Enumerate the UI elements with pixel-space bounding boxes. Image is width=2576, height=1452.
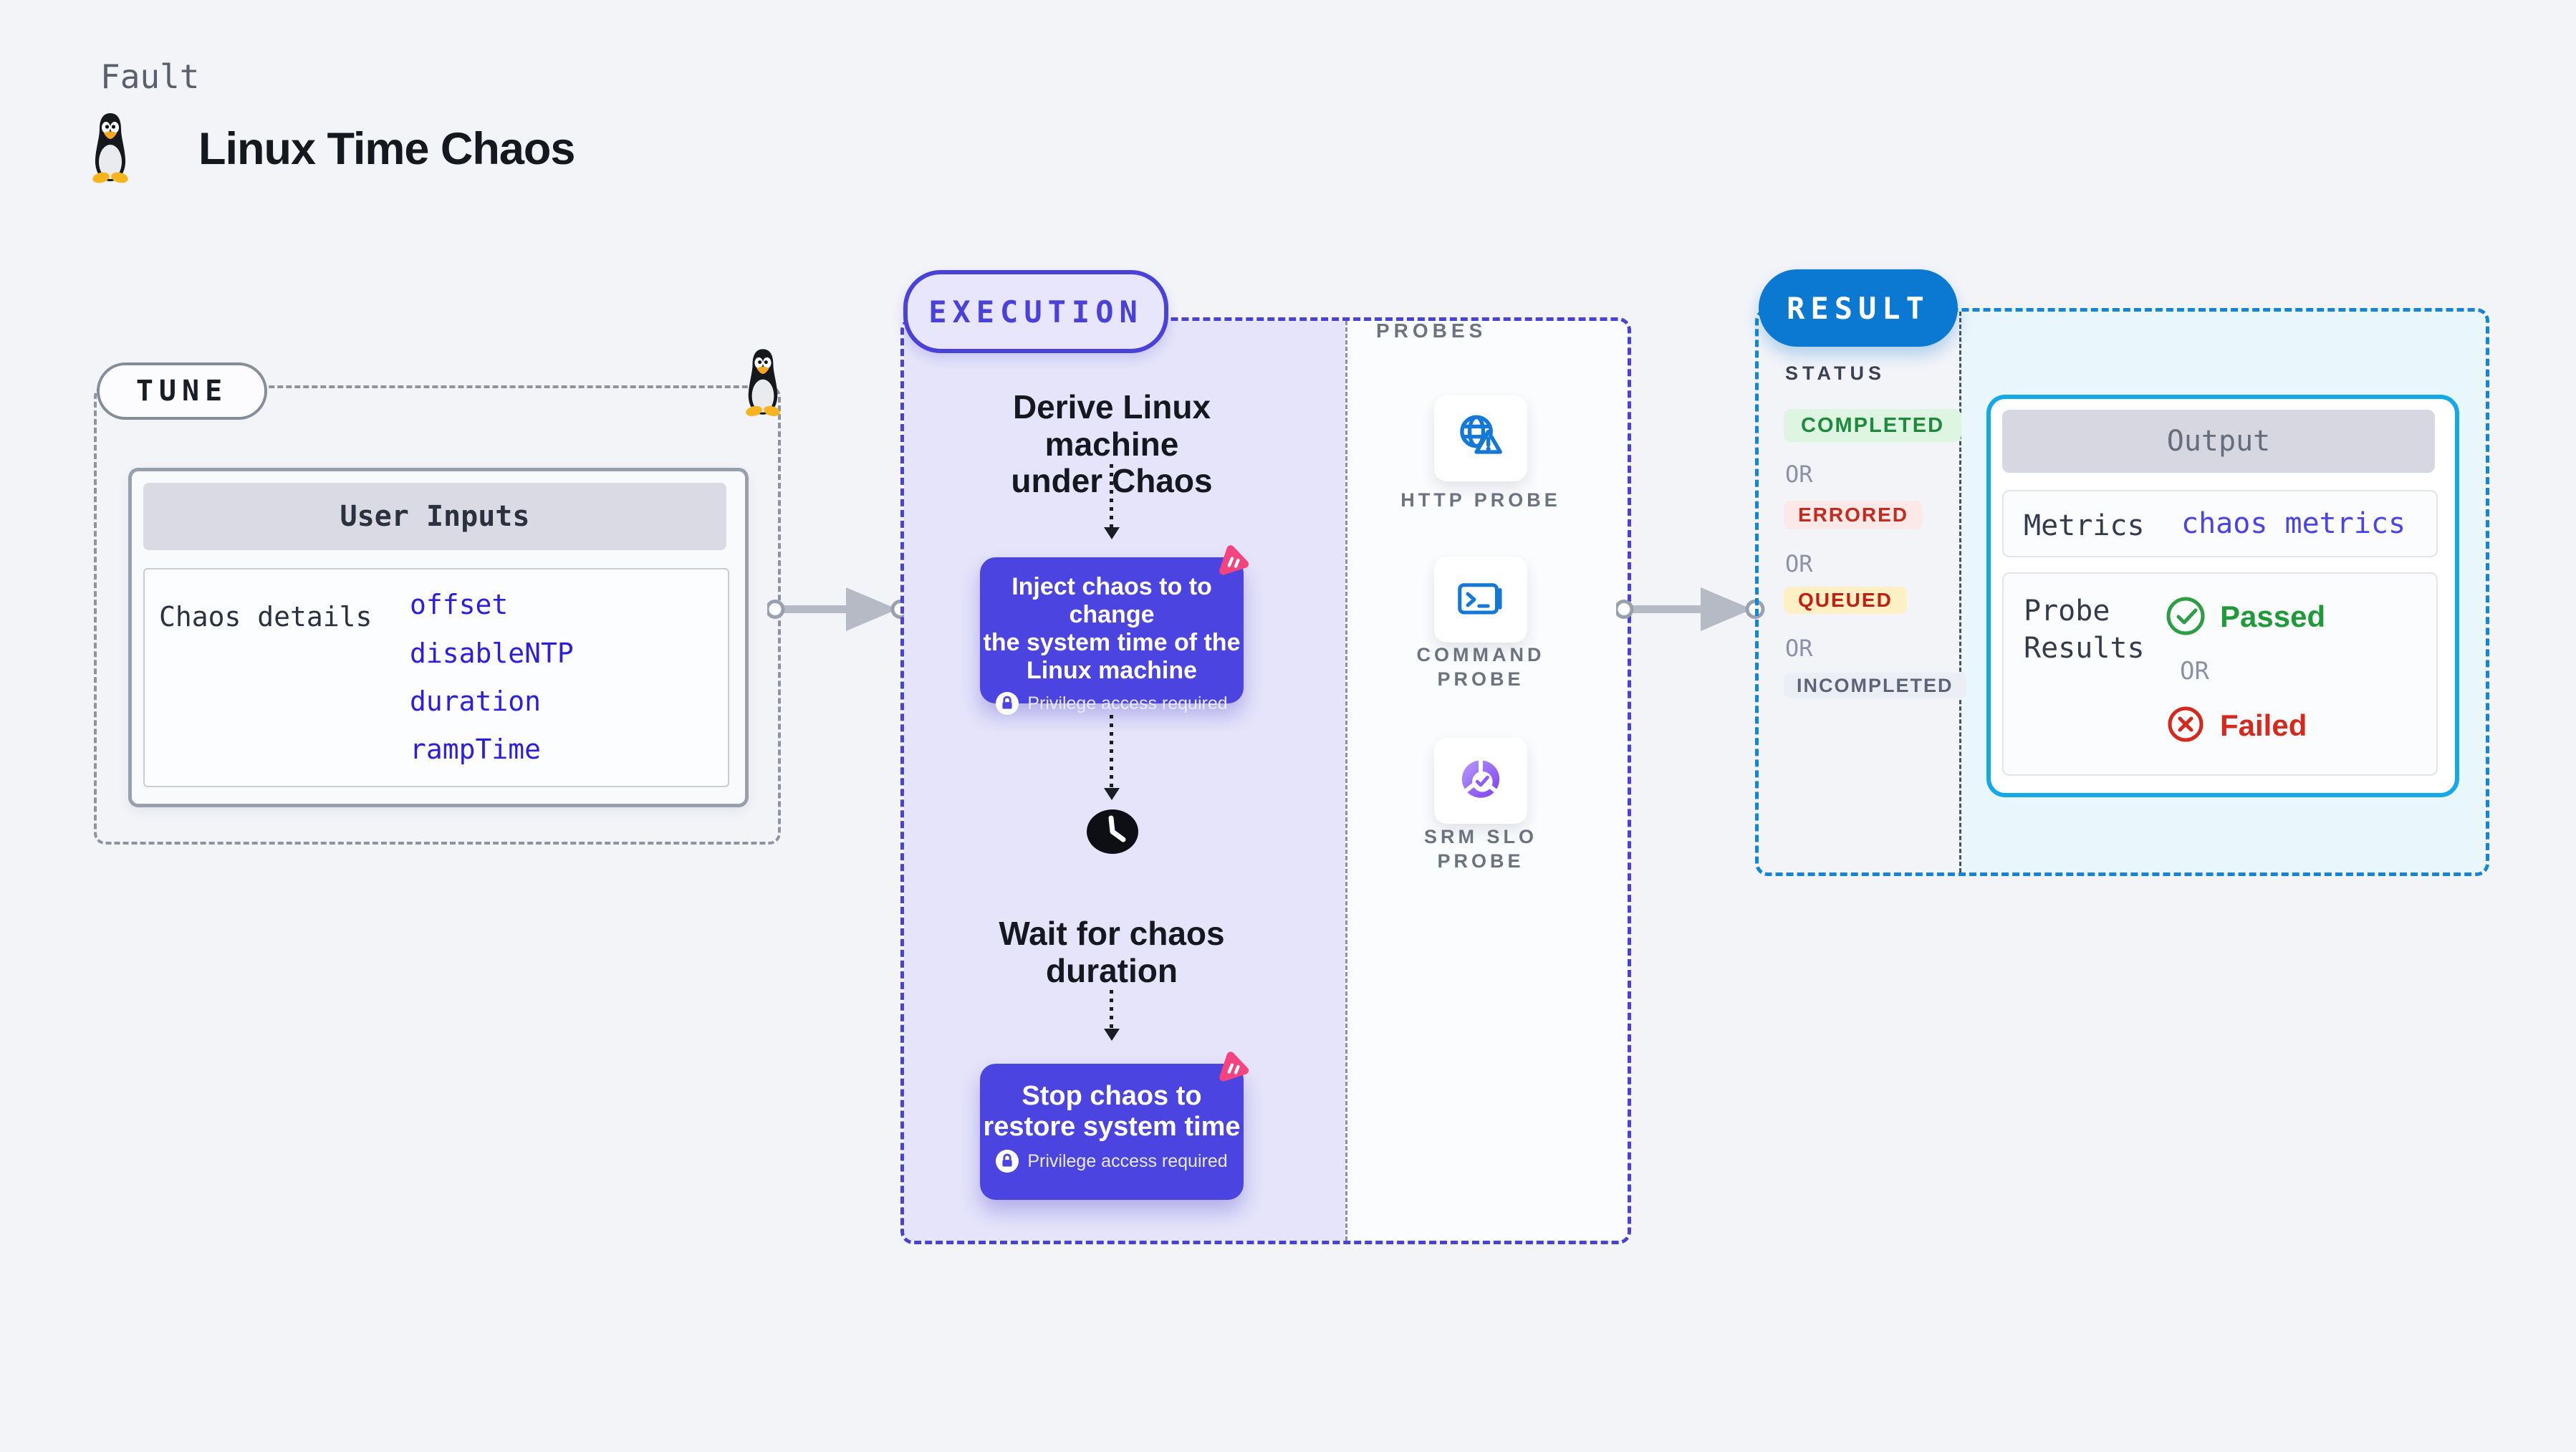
or-separator: OR (2180, 657, 2209, 686)
clock-icon (1086, 809, 1139, 855)
probe-results-label: Probe Results (2024, 595, 2145, 665)
passed-label: Passed (2220, 600, 2326, 633)
user-inputs-title: User Inputs (143, 483, 726, 550)
status-badge-completed: COMPLETED (1784, 409, 1962, 442)
fault-category-label: Fault (100, 57, 200, 96)
failed-label: Failed (2220, 708, 2307, 742)
privilege-row: Privilege access required (980, 1150, 1244, 1173)
check-circle-icon (2166, 597, 2205, 635)
srm-slo-probe-label: SRM SLO PROBE (1423, 826, 1537, 872)
page-title: Linux Time Chaos (198, 124, 575, 174)
flow-arrow-icon (1110, 464, 1113, 529)
terminal-icon (1458, 583, 1502, 615)
input-link-offset[interactable]: offset (410, 589, 509, 620)
privilege-note: Privilege access required (1027, 693, 1228, 713)
derive-step-text: Derive Linux machine under Chaos (1011, 388, 1213, 500)
status-label: STATUS (1785, 362, 1885, 384)
probe-results-row: Probe Results Passed OR Failed (2002, 572, 2438, 776)
connector-arrow-tune-execution (765, 582, 910, 636)
status-badge-incompleted: INCOMPLETED (1784, 673, 1966, 698)
tux-penguin-icon (92, 112, 129, 183)
execution-section-pill: EXECUTION (903, 270, 1168, 353)
inject-step-text: Inject chaos to to change the system tim… (983, 573, 1241, 684)
tune-section-pill: TUNE (97, 362, 267, 420)
lock-icon (996, 692, 1019, 715)
command-probe-label: COMMAND PROBE (1416, 644, 1545, 690)
http-probe-label: HTTP PROBE (1400, 489, 1561, 511)
slo-donut-icon (1461, 759, 1500, 798)
chaos-metrics-link[interactable]: chaos metrics (2181, 507, 2406, 540)
flow-arrow-icon (1110, 715, 1113, 789)
chaos-logo-icon (1209, 1045, 1254, 1090)
or-separator: OR (1785, 550, 1813, 577)
chaos-details-label: Chaos details (159, 601, 373, 633)
user-inputs-table (143, 568, 729, 787)
srm-slo-probe-card (1434, 738, 1527, 824)
connector-arrow-execution-result (1614, 582, 1765, 636)
inject-chaos-step: Inject chaos to to change the system tim… (980, 545, 1249, 715)
input-link-duration[interactable]: duration (410, 686, 542, 717)
metrics-row: Metrics chaos metrics (2002, 490, 2438, 557)
or-separator: OR (1785, 635, 1813, 662)
http-probe-card (1434, 395, 1527, 481)
output-card-title: Output (2002, 410, 2435, 473)
wait-step-text: Wait for chaos duration (999, 915, 1225, 989)
metrics-label: Metrics (2024, 509, 2145, 542)
flow-arrow-icon (1110, 990, 1113, 1030)
x-circle-icon (2168, 706, 2203, 742)
chaos-logo-icon (1209, 539, 1254, 584)
status-badge-errored: ERRORED (1784, 501, 1923, 529)
privilege-row: Privilege access required (980, 692, 1244, 715)
probes-section-label: PROBES (1376, 319, 1487, 342)
status-badge-queued: QUEUED (1784, 587, 1907, 614)
input-link-ramptime[interactable]: rampTime (410, 734, 542, 765)
stop-step-text: Stop chaos to restore system time (983, 1081, 1241, 1142)
input-link-disablentp[interactable]: disableNTP (410, 638, 574, 669)
tux-penguin-small-icon (745, 347, 781, 417)
command-probe-card (1434, 557, 1527, 643)
or-separator: OR (1785, 461, 1813, 488)
globe-alert-icon (1460, 415, 1502, 454)
privilege-note: Privilege access required (1027, 1150, 1228, 1171)
stop-chaos-step: Stop chaos to restore system time Privil… (980, 1052, 1249, 1200)
lock-icon (996, 1150, 1019, 1173)
result-section-pill: RESULT (1759, 269, 1958, 347)
